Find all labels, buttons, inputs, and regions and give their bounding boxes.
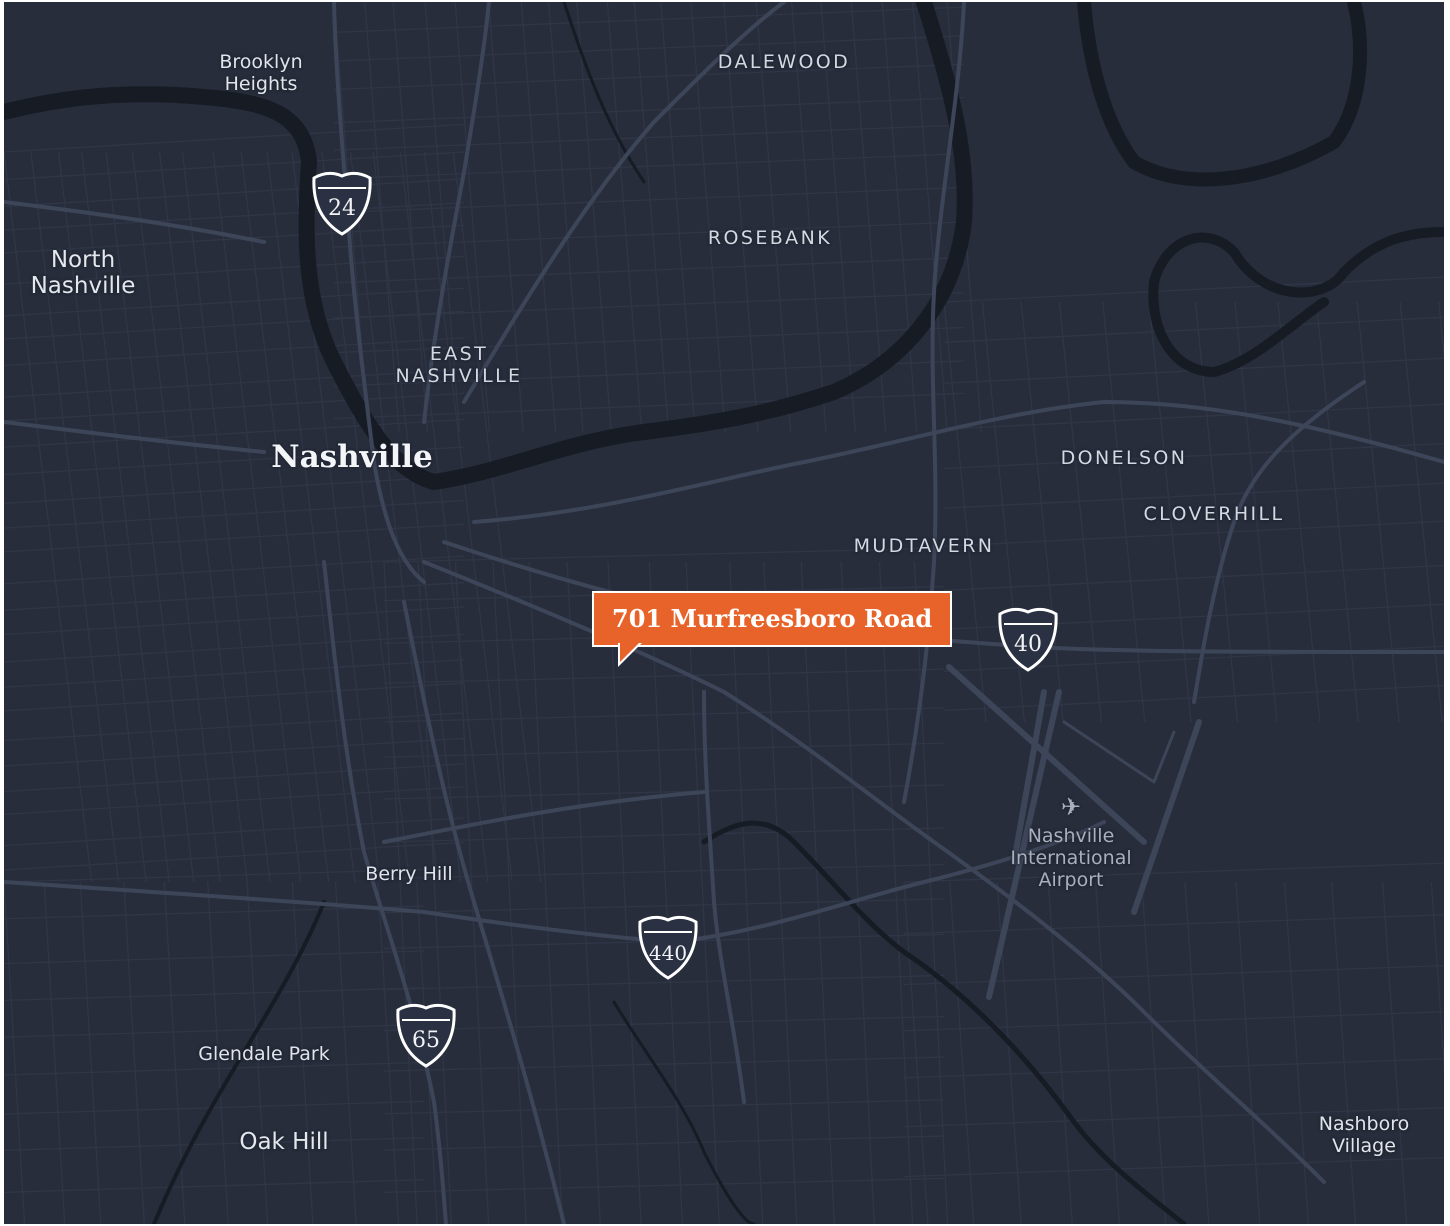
callout-pointer bbox=[620, 643, 639, 662]
label-cloverhill: CLOVERHILL bbox=[1143, 503, 1285, 525]
shield-i65-number: 65 bbox=[412, 1028, 440, 1053]
label-mudtavern: MUDTAVERN bbox=[853, 535, 995, 557]
label-donelson: DONELSON bbox=[1060, 447, 1188, 469]
shield-i440-number: 440 bbox=[648, 941, 688, 965]
label-east-nashville: EAST NASHVILLE bbox=[395, 343, 523, 387]
airport-runways bbox=[946, 664, 1202, 1000]
lebanon-pike bbox=[472, 399, 1444, 524]
donelson-pike bbox=[1192, 380, 1366, 704]
taxiway-2 bbox=[1152, 730, 1176, 784]
label-nashville: Nashville bbox=[271, 439, 433, 475]
road-nw bbox=[4, 200, 266, 244]
runway-1 bbox=[986, 689, 1062, 1000]
label-nashboro-village: Nashboro Village bbox=[1318, 1113, 1410, 1157]
taxiway-1 bbox=[1062, 720, 1156, 784]
shield-i24-number: 24 bbox=[328, 196, 356, 221]
road-berry bbox=[382, 790, 706, 844]
shield-i40-number: 40 bbox=[1014, 632, 1042, 657]
interstate-shield-icon: 40 bbox=[996, 604, 1060, 674]
label-brooklyn-heights: Brooklyn Heights bbox=[219, 51, 303, 95]
creek-south bbox=[612, 1000, 756, 1224]
callout-address[interactable]: 701 Murfreesboro Road bbox=[592, 591, 953, 647]
ellington-pkwy bbox=[422, 2, 491, 424]
road-west bbox=[4, 420, 266, 454]
runway-3 bbox=[946, 664, 1147, 845]
river-east-bend bbox=[1148, 227, 1444, 377]
cumberland-river bbox=[4, 2, 973, 490]
i24-north bbox=[332, 2, 426, 584]
interstate-shield-icon: 440 bbox=[636, 912, 700, 982]
map-base-layer bbox=[4, 2, 1444, 1224]
gallatin-pike bbox=[462, 2, 786, 404]
road-southeast bbox=[702, 690, 746, 1104]
label-airport: Nashville International Airport bbox=[1010, 825, 1132, 891]
interstate-shield-icon: 24 bbox=[310, 168, 374, 238]
airplane-icon: ✈ bbox=[1060, 793, 1082, 821]
i65-south bbox=[322, 560, 448, 1224]
mill-creek bbox=[701, 820, 1187, 1224]
label-rosebank: ROSEBANK bbox=[707, 227, 833, 249]
label-glendale-park: Glendale Park bbox=[198, 1043, 330, 1065]
nolensville-pike bbox=[402, 600, 566, 1224]
location-callout[interactable]: 701 Murfreesboro Road bbox=[592, 591, 953, 667]
river-east-loop bbox=[1077, 2, 1367, 187]
label-north-nashville: North Nashville bbox=[30, 247, 136, 300]
creek-north bbox=[562, 2, 646, 184]
label-berry-hill: Berry Hill bbox=[365, 863, 453, 885]
label-oak-hill: Oak Hill bbox=[239, 1129, 329, 1155]
briley-pkwy bbox=[902, 2, 966, 804]
rivers bbox=[4, 2, 1444, 1224]
runway-4 bbox=[1011, 689, 1047, 865]
runway-2 bbox=[1131, 719, 1202, 915]
browns-creek bbox=[152, 900, 326, 1224]
interstate-shield-icon: 65 bbox=[394, 1000, 458, 1070]
label-dalewood: DALEWOOD bbox=[717, 51, 851, 73]
map-canvas[interactable]: Brooklyn Heights DALEWOOD ROSEBANK North… bbox=[4, 2, 1444, 1224]
